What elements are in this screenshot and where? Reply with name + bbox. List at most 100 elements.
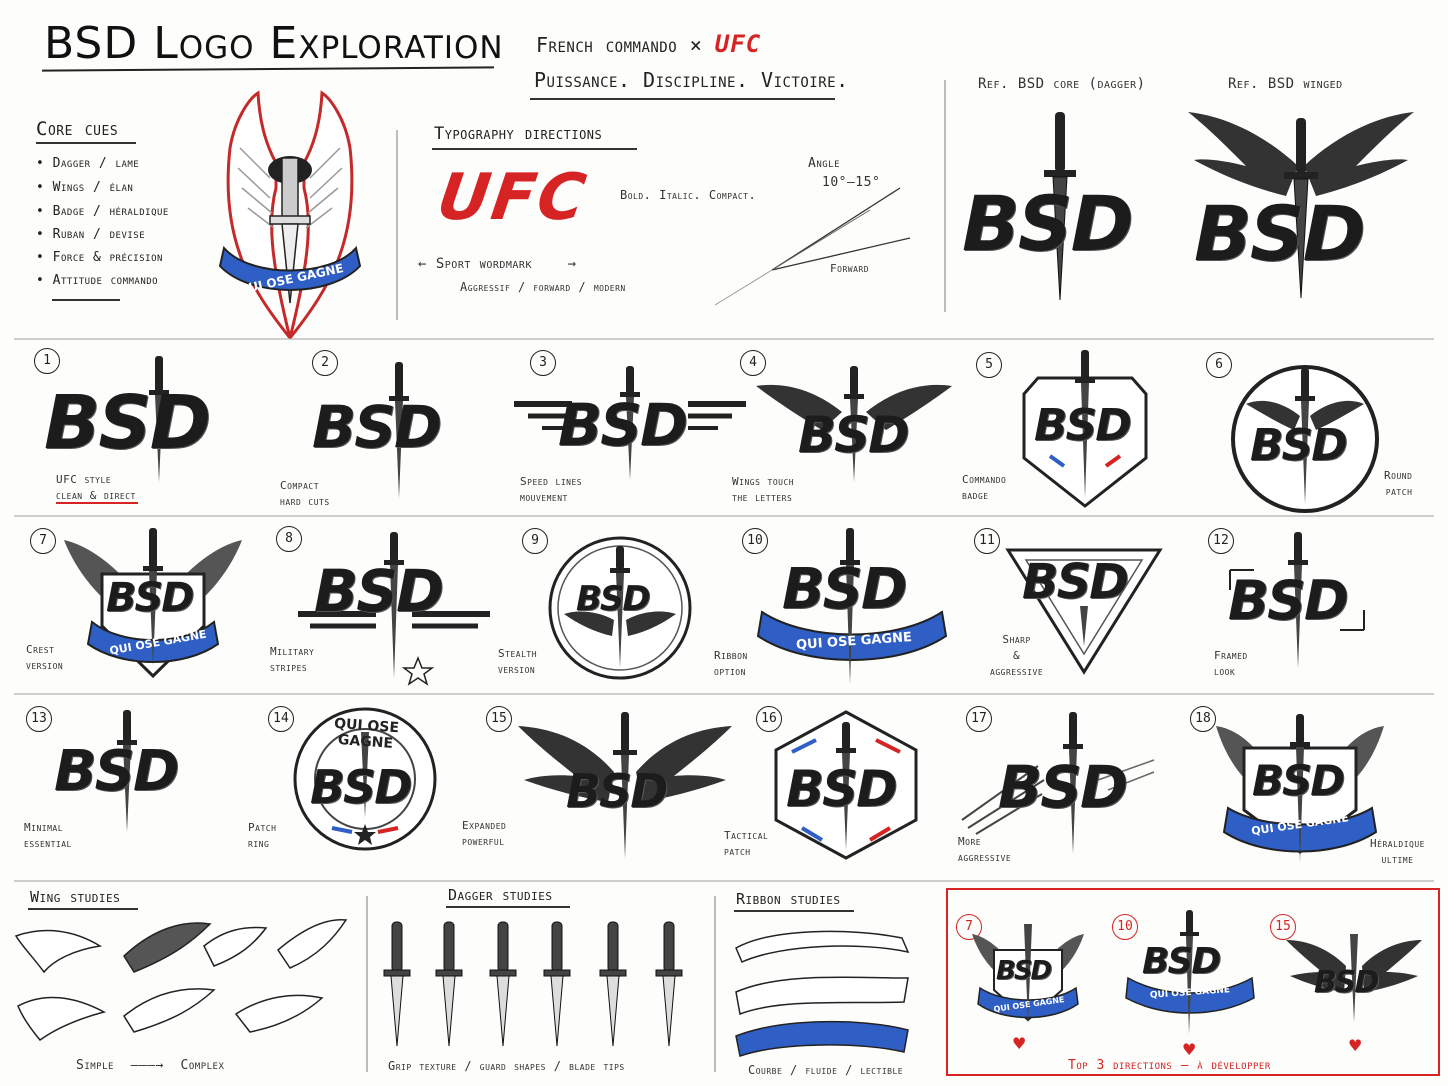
caption-line: Crest (26, 643, 55, 656)
reference-mark: BSD (962, 179, 1134, 268)
ribbon-studies-title: Ribbon studies (736, 890, 841, 908)
divider-horizontal (14, 515, 1434, 517)
concept-number: 15 (486, 706, 512, 732)
concept-mark: BSD (314, 557, 444, 625)
military-stripes-icon (298, 532, 490, 686)
concept-caption: Patch ring (248, 820, 276, 852)
concept-mark: BSD (798, 406, 910, 464)
concept-number: 17 (966, 706, 992, 732)
caption-line: powerful (462, 835, 505, 848)
dagger-icon (149, 356, 169, 482)
caption-line: version (498, 663, 536, 676)
concept-mark: BSD (310, 760, 412, 814)
caption-line: Tactical (724, 829, 769, 842)
top3-mark: BSD (996, 956, 1052, 986)
concept-caption: Ribbon option (714, 648, 748, 680)
angle-label: Angle (808, 156, 841, 171)
heraldic-crest-icon (1216, 714, 1384, 862)
caption-line: Compact (280, 479, 320, 492)
concept-mark: BSD (312, 393, 442, 461)
cue-item: • Ruban / devise (36, 227, 146, 242)
dagger-studies-underline (446, 906, 570, 908)
concept-number: 2 (312, 350, 338, 376)
divider-horizontal (14, 880, 1434, 882)
concept-caption: Sharp&aggressive (990, 632, 1043, 680)
caption-line: stripes (270, 661, 308, 674)
dagger-icon (117, 710, 137, 832)
caption-line: Sharp (1002, 633, 1031, 646)
dagger-studies-title: Dagger studies (448, 886, 553, 904)
concept-mark: BSD (576, 579, 651, 619)
concept-mark: BSD (558, 391, 688, 459)
caption-line: look (1214, 665, 1236, 678)
caption-line: Speed lines (520, 475, 583, 488)
winged-dagger-icon (756, 366, 952, 482)
core-cues-rule (52, 299, 120, 301)
divider-vertical (366, 896, 368, 1072)
reference-label: Ref. BSD core (dagger) (978, 76, 1146, 92)
concept-caption: Héraldique ultime (1370, 836, 1425, 868)
triangle-badge-icon (1005, 548, 1163, 675)
ribbon-studies-underline (734, 910, 854, 912)
caption-left: Simple (76, 1058, 114, 1073)
caption-line: ultime (1381, 853, 1414, 866)
caption-line: Patch (248, 821, 277, 834)
wing-studies-underline (28, 908, 138, 910)
caption-line: Ribbon (714, 649, 748, 662)
speed-dagger-icon (961, 712, 1155, 854)
top3-pick-number: 15 (1270, 914, 1296, 940)
patch-ring-icon (293, 707, 437, 851)
concept-number: 3 (530, 350, 556, 376)
caption-line: UFC style (56, 473, 112, 486)
caption-line: option (714, 665, 746, 678)
concept-mark: BSD (54, 739, 179, 804)
page-title: BSD Logo Exploration (44, 18, 504, 69)
caption-line: More (958, 835, 982, 848)
reference-label: Ref. BSD winged (1228, 76, 1343, 92)
angle-range: 10°–15° (822, 175, 881, 190)
forward-label: Forward (830, 262, 870, 275)
core-cues-title: Core cues (36, 118, 119, 140)
cue-item: • Wings / élan (36, 180, 134, 195)
top3-mark: BSD (1142, 941, 1221, 982)
subtitle-prefix: French commando × (536, 33, 703, 57)
dagger-studies-icon (383, 921, 683, 1047)
divider-vertical (714, 896, 716, 1072)
top3-panel (946, 888, 1440, 1076)
tactical-patch-icon (774, 710, 918, 860)
concept-caption: Stealth version (498, 646, 537, 678)
dagger-icon (389, 362, 409, 498)
sport-tags: Aggressif / forward / modern (460, 280, 626, 294)
crest-icon (64, 528, 242, 679)
caption-line: Héraldique (1370, 837, 1425, 850)
caption-line: Stealth (498, 647, 538, 660)
divider-horizontal (14, 693, 1434, 695)
concept-number: 6 (1206, 352, 1232, 378)
heart-icon: ♥ (1348, 1036, 1363, 1055)
cue-item: • Force & précision (36, 250, 163, 265)
concept-mark: BSD (1022, 554, 1129, 610)
reference-mark: BSD (1194, 189, 1366, 278)
concept-number: 9 (522, 528, 548, 554)
concept-mark: BSD (782, 557, 907, 622)
dagger-icon (1044, 112, 1076, 301)
round-patch-icon (1231, 365, 1379, 513)
caption-right: Complex (180, 1058, 225, 1073)
concept-number: 5 (976, 352, 1002, 378)
concept-number: 13 (26, 706, 52, 732)
caption-line: ring (248, 837, 270, 850)
concept-number: 16 (756, 706, 782, 732)
cue-item: • Badge / héraldique (36, 204, 169, 219)
caption-line: hard cuts (280, 495, 330, 508)
concept-mark: BSD (44, 380, 211, 466)
top3-mark: BSD (1314, 965, 1379, 1000)
caption-line: Round (1384, 469, 1413, 482)
winged-dagger-icon (518, 712, 732, 858)
